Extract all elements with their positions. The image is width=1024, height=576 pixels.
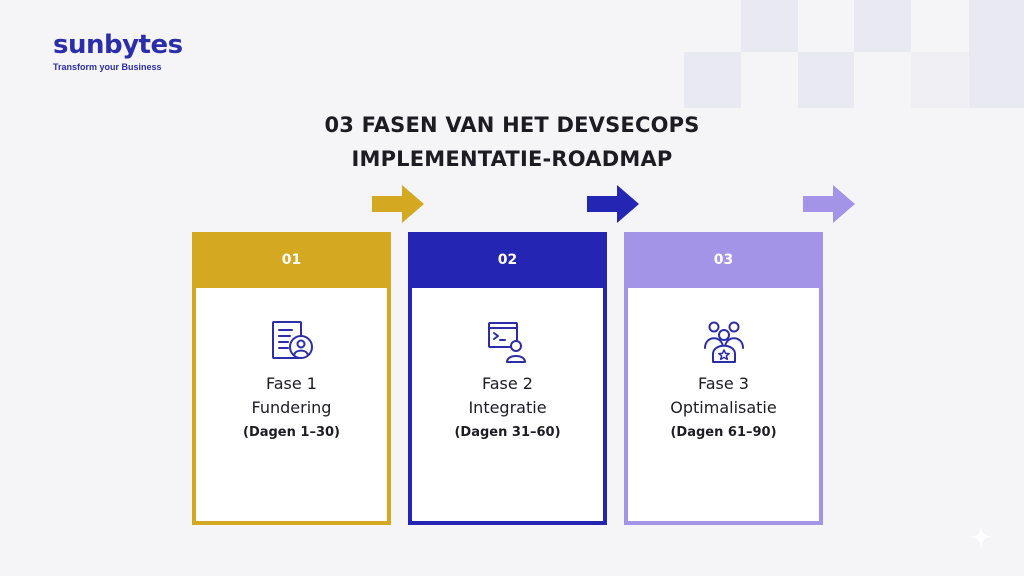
phase-card-2: 02 Fase 2 Integratie (Dagen 31–60): [408, 232, 607, 525]
phase-name: Fase 2: [482, 374, 533, 393]
phase-card-1: 01 Fase 1 Fundering (Dagen 1–30): [192, 232, 391, 525]
phase-name: Fase 1: [266, 374, 317, 393]
phase-card-3: 03 Fase 3 Optimalisatie (Dagen 61–90): [624, 232, 823, 525]
arrow-right-icon: [587, 185, 639, 223]
phase-dates: (Dagen 1–30): [243, 425, 340, 440]
phase-number-badge: 02: [408, 232, 607, 288]
phase-dates: (Dagen 31–60): [454, 425, 561, 440]
phase-number-badge: 01: [192, 232, 391, 288]
phase-subtitle: Integratie: [468, 398, 547, 417]
page-title: 03 FASEN VAN HET DEVSECOPS IMPLEMENTATIE…: [212, 110, 812, 174]
sparkle-icon: [969, 525, 993, 549]
brand-name: sunbytes: [53, 30, 183, 60]
phase-number-badge: 03: [624, 232, 823, 288]
decorative-square: [798, 52, 854, 108]
phase-dates: (Dagen 61–90): [670, 425, 777, 440]
arrow-right-icon: [372, 185, 424, 223]
team-star-icon: [703, 321, 744, 363]
phase-subtitle: Fundering: [251, 398, 332, 417]
page-title-line-1: 03 FASEN VAN HET DEVSECOPS: [324, 113, 700, 137]
decorative-square: [684, 52, 741, 108]
phase-text: Fase 1 Fundering (Dagen 1–30): [196, 372, 387, 444]
decorative-square: [854, 0, 911, 52]
brand-logo[interactable]: sunbytes Transform your Business: [53, 30, 183, 72]
page-title-line-2: IMPLEMENTATIE-ROADMAP: [351, 147, 673, 171]
phase-text: Fase 2 Integratie (Dagen 31–60): [412, 372, 603, 444]
brand-tagline: Transform your Business: [53, 62, 162, 72]
phase-text: Fase 3 Optimalisatie (Dagen 61–90): [628, 372, 819, 444]
decorative-square: [969, 0, 1024, 52]
decorative-square: [969, 52, 1024, 108]
arrow-right-icon: [803, 185, 855, 223]
phase-name: Fase 3: [698, 374, 749, 393]
phase-subtitle: Optimalisatie: [670, 398, 777, 417]
decorative-square: [911, 52, 969, 108]
decorative-square: [741, 0, 798, 52]
terminal-user-icon: [487, 322, 526, 363]
document-user-icon: [271, 321, 313, 359]
